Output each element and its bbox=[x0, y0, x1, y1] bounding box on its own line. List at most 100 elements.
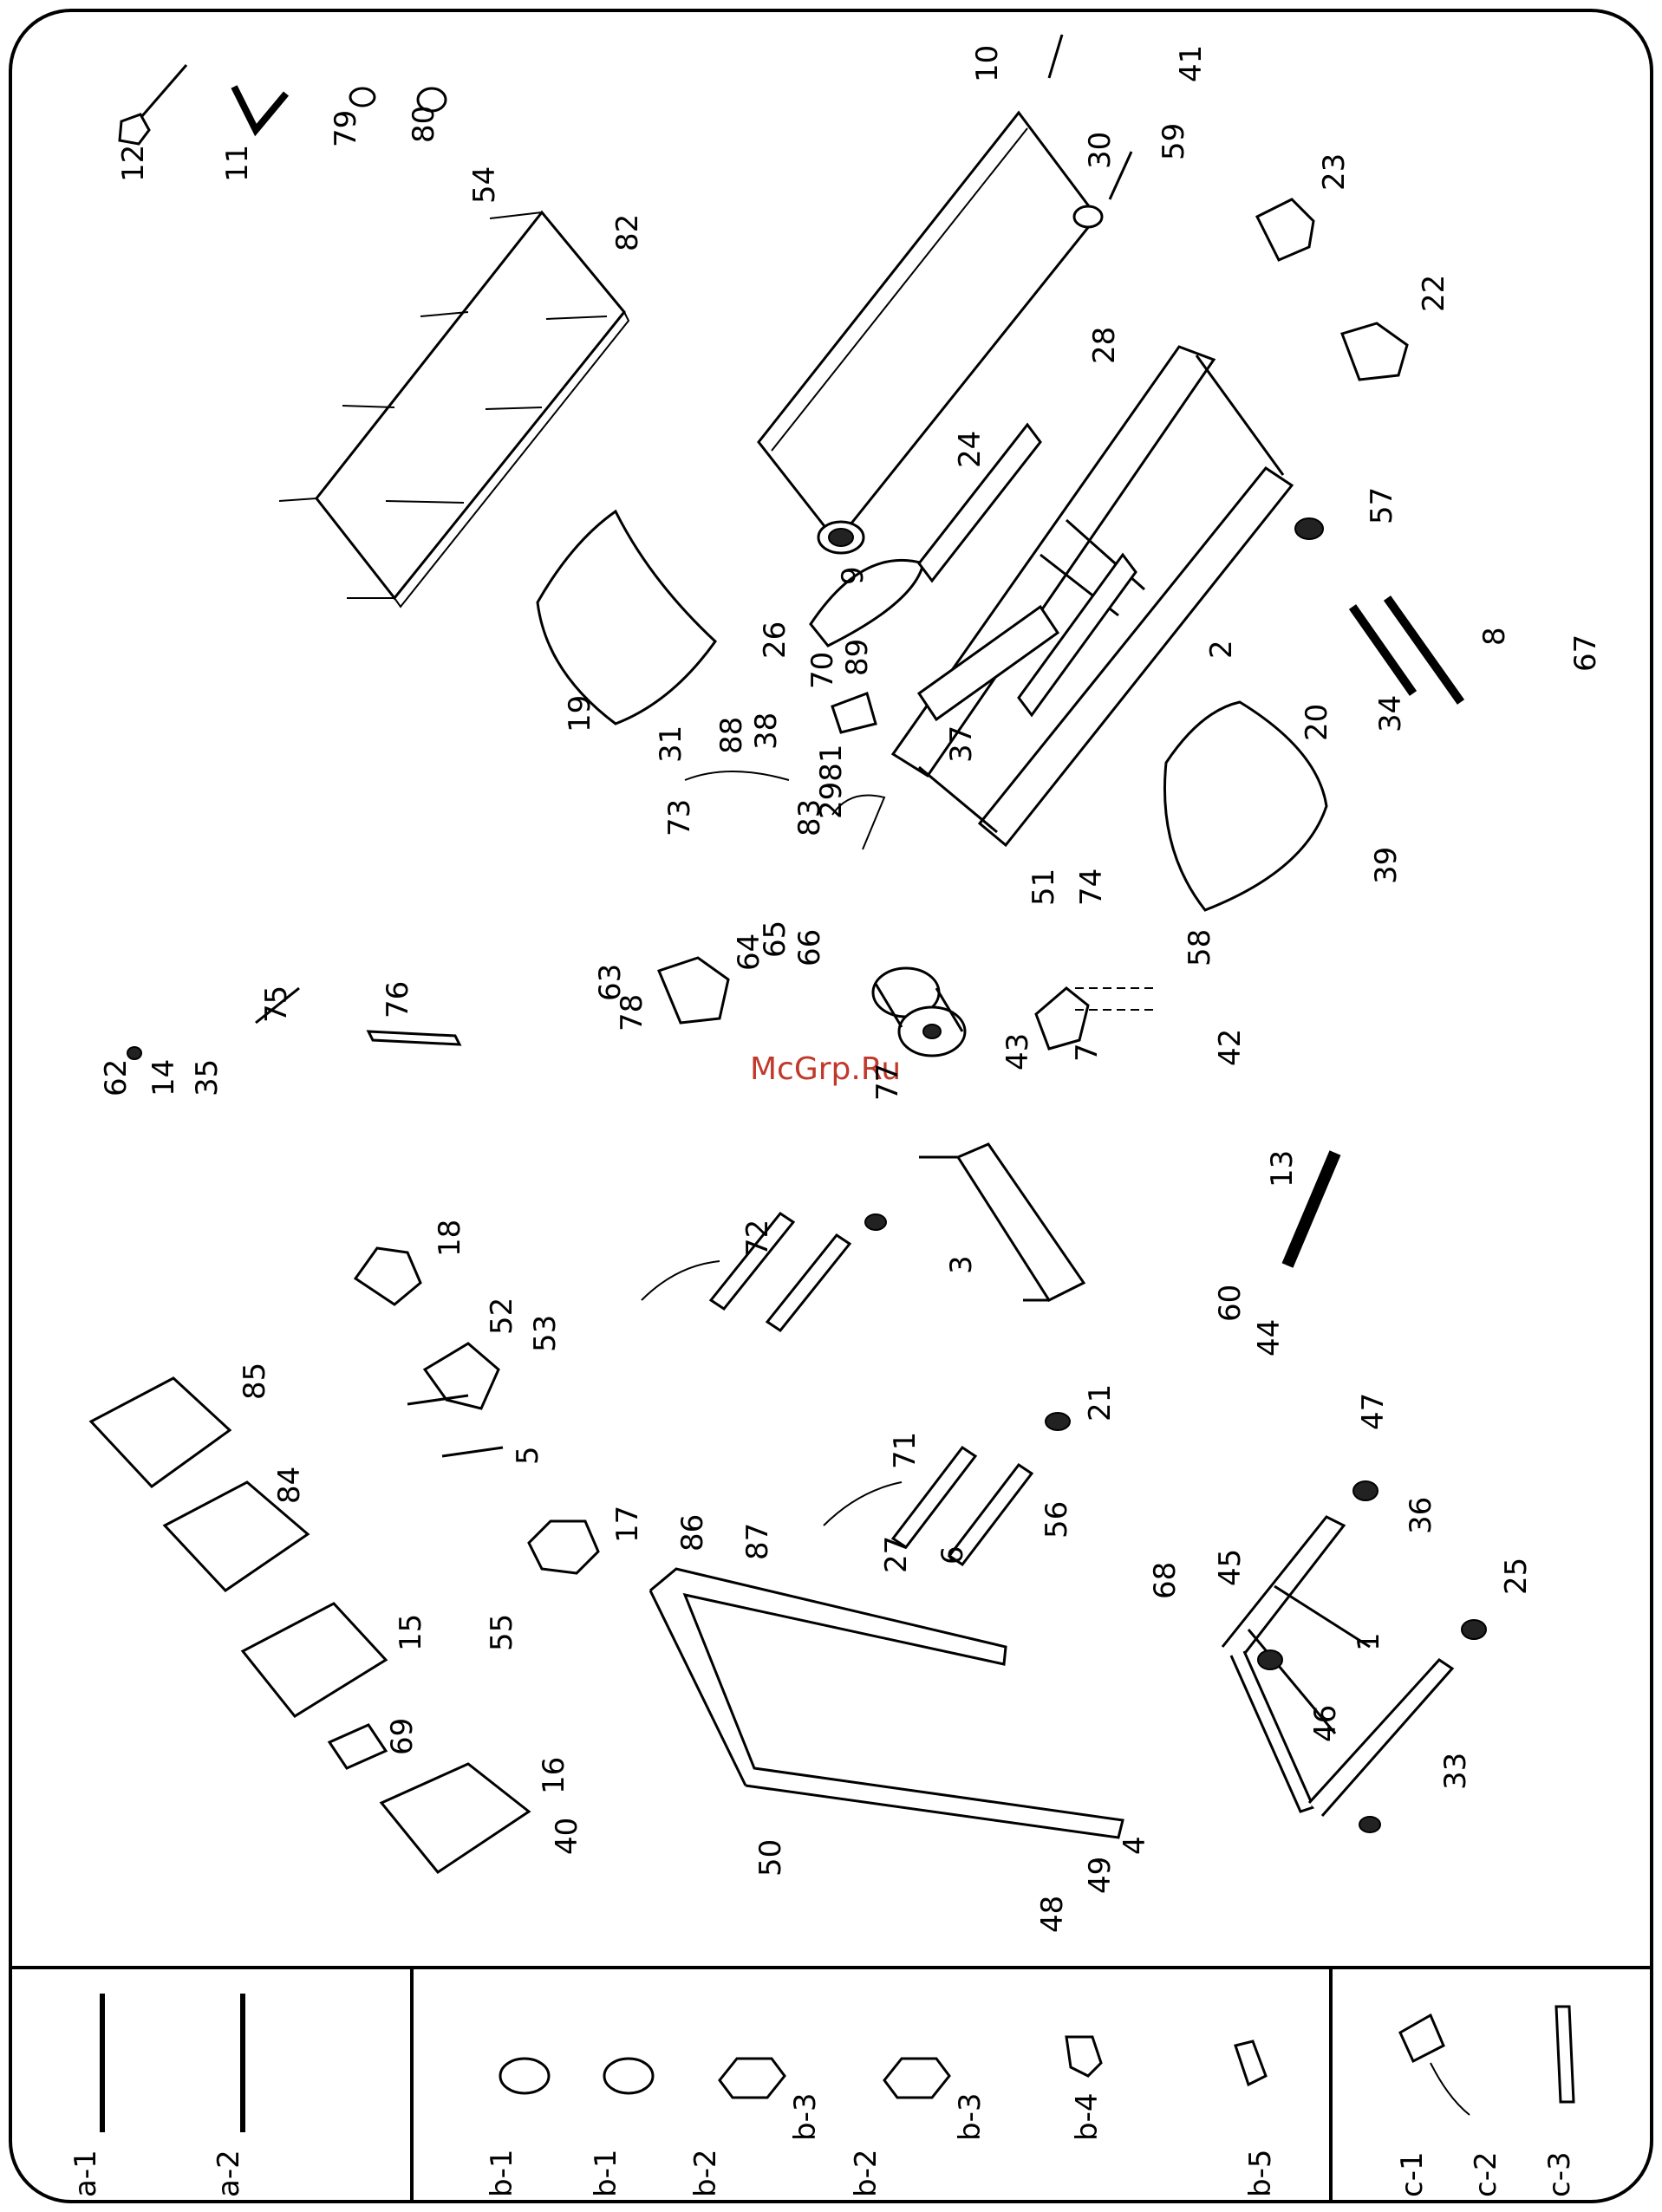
bracket-62-75 bbox=[255, 986, 300, 1025]
part-label: 8 bbox=[1477, 627, 1512, 646]
tool-hex-key bbox=[231, 85, 290, 137]
part-label: 78 bbox=[615, 994, 649, 1031]
part-label: 59 bbox=[1157, 123, 1191, 160]
tool-wrench bbox=[118, 64, 188, 146]
part-label: 31 bbox=[654, 725, 688, 763]
part-label: 83 bbox=[792, 799, 827, 836]
cable-76 bbox=[366, 1030, 462, 1046]
legend-b-2-plate-a bbox=[718, 2057, 786, 2099]
rail-72-b bbox=[765, 1233, 852, 1333]
part-label: 38 bbox=[749, 712, 784, 750]
side-rail-8 bbox=[1383, 595, 1465, 705]
part-label: 3 bbox=[944, 1255, 979, 1274]
part-label: 87 bbox=[740, 1523, 775, 1560]
legend-c-2-wire bbox=[1430, 2062, 1470, 2116]
part-label: 28 bbox=[1087, 327, 1122, 364]
part-label: 37 bbox=[944, 725, 979, 763]
part-label: 9 bbox=[836, 566, 870, 585]
part-label: 21 bbox=[1083, 1384, 1118, 1422]
part-label: 20 bbox=[1300, 704, 1334, 741]
wheel-21-b bbox=[1045, 1412, 1071, 1431]
part-label: 58 bbox=[1183, 929, 1217, 966]
part-label: 73 bbox=[662, 799, 697, 836]
part-label: 34 bbox=[1373, 695, 1408, 732]
console-knob-18 bbox=[353, 1246, 422, 1306]
legend-label-b: b-4 bbox=[1070, 2093, 1105, 2141]
part-label: 65 bbox=[758, 921, 792, 958]
part-label: 76 bbox=[381, 981, 415, 1018]
legend-label-b: b-2 bbox=[688, 2150, 723, 2197]
console-bracket-5 bbox=[422, 1342, 500, 1410]
part-label: 62 bbox=[99, 1059, 134, 1096]
part-label: 88 bbox=[714, 717, 749, 754]
part-label: 69 bbox=[385, 1718, 420, 1755]
end-cap-22 bbox=[1340, 322, 1409, 381]
crossbar-3 bbox=[919, 1142, 1086, 1302]
part-label: 16 bbox=[537, 1757, 571, 1794]
part-label: 5 bbox=[511, 1446, 545, 1465]
part-label: 46 bbox=[1308, 1705, 1343, 1742]
end-cap-79 bbox=[349, 87, 376, 107]
part-label: 22 bbox=[1417, 275, 1451, 312]
wheel-31 bbox=[1294, 517, 1324, 540]
part-label: 64 bbox=[732, 934, 766, 971]
part-label: 11 bbox=[220, 145, 255, 182]
part-label: 75 bbox=[259, 986, 294, 1023]
part-label: 85 bbox=[238, 1363, 272, 1400]
part-label: 82 bbox=[610, 214, 645, 251]
step-plate-upper bbox=[917, 422, 1042, 583]
controller-board bbox=[831, 692, 877, 734]
part-label: 86 bbox=[675, 1514, 710, 1552]
wire-72 bbox=[641, 1260, 720, 1301]
part-label: 70 bbox=[805, 652, 840, 689]
part-label: 17 bbox=[610, 1506, 645, 1543]
incline-bracket bbox=[1034, 986, 1090, 1051]
part-label: 79 bbox=[329, 110, 363, 147]
legend-label-b: b-1 bbox=[485, 2150, 519, 2197]
legend-label-b: b-3 bbox=[953, 2093, 987, 2141]
end-cap-23 bbox=[1255, 198, 1315, 262]
part-label: 23 bbox=[1317, 153, 1352, 191]
legend-b-1-ring-b bbox=[603, 2057, 655, 2095]
motor-bracket bbox=[656, 956, 730, 1025]
part-label: 54 bbox=[467, 166, 502, 204]
legend-label-c: c-2 bbox=[1469, 2151, 1503, 2197]
part-label: 10 bbox=[970, 45, 1005, 82]
legend-label-b: b-3 bbox=[788, 2093, 823, 2141]
part-label: 89 bbox=[840, 639, 875, 676]
rail-6 bbox=[947, 1462, 1034, 1567]
part-label: 48 bbox=[1035, 1896, 1070, 1933]
running-belt bbox=[757, 110, 1104, 555]
part-label: 35 bbox=[190, 1059, 225, 1096]
part-label: 60 bbox=[1213, 1285, 1248, 1322]
legend-b-2-plate-b bbox=[883, 2057, 951, 2099]
part-label: 36 bbox=[1404, 1497, 1438, 1534]
part-label: 45 bbox=[1213, 1549, 1248, 1586]
side-rail-34 bbox=[1348, 604, 1418, 696]
part-label: 33 bbox=[1438, 1753, 1473, 1790]
part-label: 39 bbox=[1369, 847, 1404, 884]
part-label: 66 bbox=[792, 929, 827, 966]
part-label: 53 bbox=[528, 1315, 563, 1352]
part-label: 6 bbox=[935, 1545, 970, 1565]
part-label: 77 bbox=[870, 1064, 905, 1101]
part-label: 41 bbox=[1174, 45, 1209, 82]
base-frame bbox=[1221, 1480, 1487, 1833]
console-arm-a bbox=[407, 1394, 469, 1406]
part-label: 2981 bbox=[814, 744, 849, 819]
bolt-41-mid bbox=[1108, 151, 1133, 200]
part-label: 30 bbox=[1083, 132, 1118, 169]
part-label: 63 bbox=[593, 964, 628, 1001]
main-frame bbox=[890, 345, 1294, 848]
side-cover-20 bbox=[1163, 700, 1328, 912]
legend-label-b: b-2 bbox=[849, 2150, 883, 2197]
part-label: 27 bbox=[879, 1536, 914, 1573]
upright-post bbox=[649, 1567, 1124, 1839]
step-plate-lower bbox=[1017, 552, 1137, 718]
part-label: 71 bbox=[888, 1432, 922, 1469]
bolt-41-top bbox=[1047, 34, 1064, 79]
nut-14 bbox=[127, 1046, 142, 1060]
